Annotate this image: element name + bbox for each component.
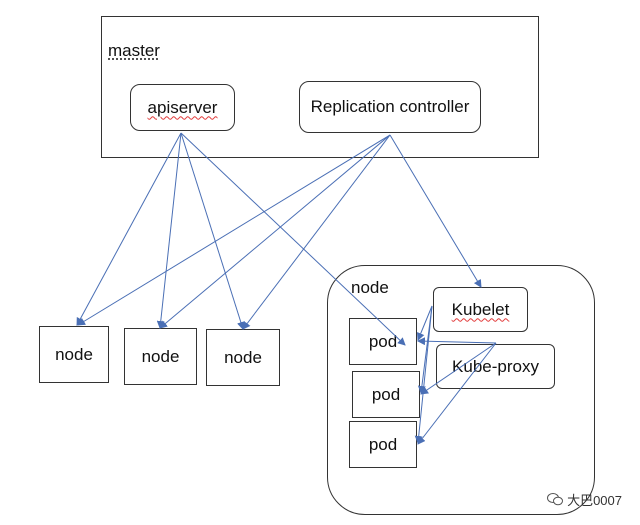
pod-label-1: pod [368,331,398,351]
pod-box-2: pod [352,371,420,418]
edge-kubelet-pod-3 [414,305,433,444]
watermark: 大巴0007 [547,490,622,509]
pod-label-3: pod [368,434,398,454]
edge-apiserver-node-1 [76,132,182,326]
edge-apiserver-node-2 [156,132,182,329]
node-box-3: node [206,329,280,386]
edge-apiserver-pod-1 [180,132,406,346]
node-label-3: node [224,347,262,367]
kubelet-box: Kubelet [433,287,528,332]
pod-label-2: pod [371,384,401,404]
edge-kube-proxy-pod-1 [417,337,497,346]
master-label: master [108,41,160,60]
replication-controller-label: Replication controller [310,97,470,116]
edge-rc-node-1 [77,134,391,326]
node-box-2: node [124,328,197,385]
apiserver-label: apiserver [147,97,218,117]
node-label-1: node [55,344,93,364]
edge-rc-kubelet [389,134,482,288]
wechat-icon [547,493,564,506]
node-box-1: node [39,326,109,383]
edge-kubelet-pod-1 [416,305,433,341]
edge-rc-node-3 [242,134,391,330]
edge-kube-proxy-pod-3 [417,342,497,445]
edge-kube-proxy-pod-2 [420,342,497,395]
node-label-2: node [141,346,180,366]
replication-controller-box: Replication controller [299,81,481,133]
kube-proxy-box: Kube-proxy [436,344,555,389]
kubelet-label: Kubelet [451,299,510,319]
detailed-node-label: node [351,278,389,297]
apiserver-box: apiserver [130,84,235,131]
watermark-text: 大巴0007 [567,493,622,508]
edge-apiserver-node-3 [180,132,245,330]
pod-box-3: pod [349,421,417,468]
kube-proxy-label: Kube-proxy [452,356,539,376]
edge-rc-node-2 [159,134,391,329]
